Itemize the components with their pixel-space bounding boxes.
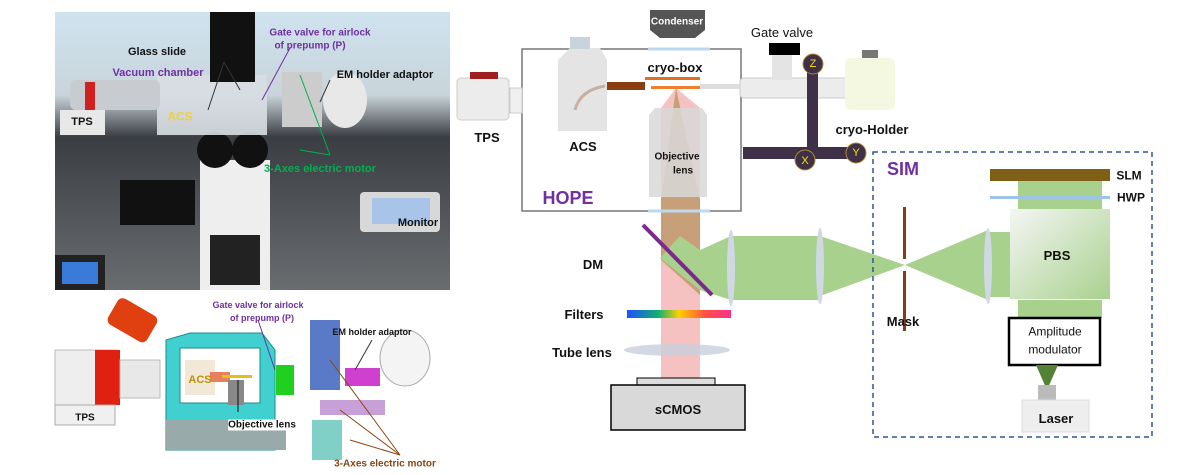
label-tube-lens: Tube lens bbox=[552, 344, 612, 360]
cryo-holder-dewar bbox=[845, 58, 895, 110]
setup-photo bbox=[55, 12, 450, 290]
photo-label-em-holder: EM holder adaptor bbox=[336, 68, 434, 81]
amplitude-modulator bbox=[1007, 316, 1102, 367]
label-amplitude-1: Amplitude bbox=[1028, 324, 1082, 339]
label-sim: SIM bbox=[886, 159, 920, 180]
cad-label-gate-valve-2: of prepump (P) bbox=[230, 313, 294, 324]
tube-lens bbox=[624, 344, 730, 356]
label-objective-1: Objective bbox=[654, 151, 700, 163]
hope-chamber bbox=[521, 48, 742, 212]
label-cryo-holder: cryo-Holder bbox=[835, 121, 909, 137]
label-pbs: PBS bbox=[1043, 247, 1071, 263]
label-hope: HOPE bbox=[542, 188, 594, 209]
label-axis-z: Z bbox=[809, 57, 817, 70]
sim-box bbox=[872, 151, 1153, 438]
photo-label-monitor: Monitor bbox=[397, 216, 439, 229]
label-filters: Filters bbox=[564, 306, 604, 322]
gate-valve bbox=[769, 43, 800, 55]
label-gate-valve: Gate valve bbox=[750, 24, 814, 40]
mask bbox=[903, 207, 906, 259]
lens-1 bbox=[727, 230, 735, 306]
label-mask: Mask bbox=[886, 313, 920, 329]
label-cryo-box: cryo-box bbox=[647, 59, 703, 75]
label-axis-y: Y bbox=[852, 146, 860, 159]
label-tps: TPS bbox=[474, 129, 500, 145]
cad-label-objective: Objective lens bbox=[228, 419, 296, 431]
label-slm: SLM bbox=[1116, 168, 1142, 183]
label-laser: Laser bbox=[1038, 410, 1074, 426]
photo-label-gate-valve-2: of prepump (P) bbox=[274, 40, 346, 52]
pbs bbox=[1010, 209, 1110, 299]
hwp bbox=[990, 196, 1110, 199]
cad-label-em-holder: EM holder adaptor bbox=[332, 327, 412, 338]
label-dm: DM bbox=[582, 256, 604, 272]
label-hwp: HWP bbox=[1117, 190, 1145, 205]
optical-schematic bbox=[456, 10, 1153, 438]
slm bbox=[990, 169, 1110, 181]
photo-label-motor: 3-Axes electric motor bbox=[264, 162, 376, 175]
cad-model bbox=[54, 298, 431, 460]
tps-pump bbox=[456, 77, 510, 121]
photo-label-vacuum-chamber: Vacuum chamber bbox=[112, 66, 204, 79]
acs-bottle bbox=[558, 48, 607, 131]
dichroic-mirror bbox=[641, 223, 714, 297]
cryo-box bbox=[645, 77, 700, 80]
label-scmos: sCMOS bbox=[654, 401, 702, 417]
label-axis-x: X bbox=[801, 154, 809, 167]
label-objective-2: lens bbox=[672, 165, 694, 177]
cad-label-gate-valve-1: Gate valve for airlock bbox=[212, 300, 304, 311]
lens-3 bbox=[984, 228, 992, 304]
label-acs: ACS bbox=[569, 138, 597, 154]
scmos-camera bbox=[610, 384, 746, 431]
cad-label-acs: ACS bbox=[188, 373, 212, 386]
y-stage bbox=[845, 142, 867, 164]
x-stage bbox=[794, 149, 816, 171]
holder-arm-vertical bbox=[807, 66, 818, 150]
photo-label-acs: ACS bbox=[167, 109, 193, 124]
photo-label-tps: TPS bbox=[71, 115, 93, 128]
photo-label-glass-slide: Glass slide bbox=[127, 45, 187, 58]
label-amplitude-2: modulator bbox=[1028, 342, 1082, 357]
lens-2 bbox=[816, 228, 824, 304]
label-condenser: Condenser bbox=[650, 16, 704, 28]
laser bbox=[1021, 399, 1090, 433]
filters bbox=[627, 310, 731, 318]
cad-label-motor: 3-Axes electric motor bbox=[334, 458, 436, 470]
z-stage bbox=[802, 53, 824, 75]
green-beam-horizontal bbox=[660, 236, 731, 300]
objective-lens bbox=[649, 108, 707, 197]
condenser bbox=[650, 10, 705, 38]
photo-label-gate-valve-1: Gate valve for airlock bbox=[269, 27, 371, 39]
cad-label-tps: TPS bbox=[75, 412, 95, 424]
